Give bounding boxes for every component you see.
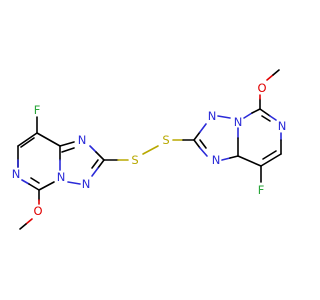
- bond: [38, 181, 55, 191]
- bond: [30, 177, 40, 184]
- atom-label: F: [34, 103, 41, 117]
- bond: [217, 115, 231, 119]
- bond: [221, 157, 231, 161]
- bond: [19, 223, 27, 230]
- bond: [142, 145, 159, 155]
- bond: [260, 153, 282, 167]
- bond: [91, 159, 99, 169]
- atom-label: O: [33, 204, 42, 218]
- atom-label: F: [258, 183, 265, 197]
- atom-label: N: [208, 109, 217, 123]
- bond: [28, 183, 40, 191]
- bond: [20, 137, 35, 148]
- atom-label: N: [278, 119, 287, 133]
- bond: [272, 69, 280, 76]
- atom-label: S: [162, 133, 169, 147]
- bond: [259, 108, 271, 117]
- molecule-diagram: F N N N N O S S N N N O N F: [11, 69, 287, 230]
- atom-label: N: [57, 170, 66, 184]
- bond: [243, 112, 253, 119]
- molecule-structure: F N N N N O S S N N N O N F: [12, 69, 287, 230]
- bond: [193, 131, 201, 141]
- bond: [95, 151, 105, 161]
- bond: [36, 132, 61, 147]
- bond: [269, 115, 277, 121]
- atom-label: O: [257, 81, 266, 95]
- bond: [199, 147, 208, 157]
- bond: [266, 74, 274, 81]
- bond: [199, 123, 207, 133]
- bond: [251, 108, 261, 114]
- atom-label: N: [234, 115, 243, 129]
- bond: [89, 145, 97, 153]
- bond: [21, 179, 30, 185]
- bond: [237, 155, 262, 167]
- atom-label: N: [12, 167, 21, 181]
- bond: [61, 147, 75, 153]
- bond: [67, 181, 81, 185]
- atom-label: N: [212, 153, 221, 167]
- bond: [262, 150, 277, 160]
- bond: [25, 218, 33, 225]
- bond: [261, 115, 271, 122]
- atom-label: S: [131, 153, 138, 167]
- bond: [91, 167, 99, 177]
- bond: [199, 139, 207, 149]
- atom-label: N: [78, 133, 87, 147]
- bond: [59, 141, 75, 147]
- bond: [97, 159, 105, 169]
- bond: [17, 132, 38, 147]
- atom-label: N: [82, 177, 91, 191]
- bond: [229, 155, 239, 159]
- bond: [193, 139, 201, 149]
